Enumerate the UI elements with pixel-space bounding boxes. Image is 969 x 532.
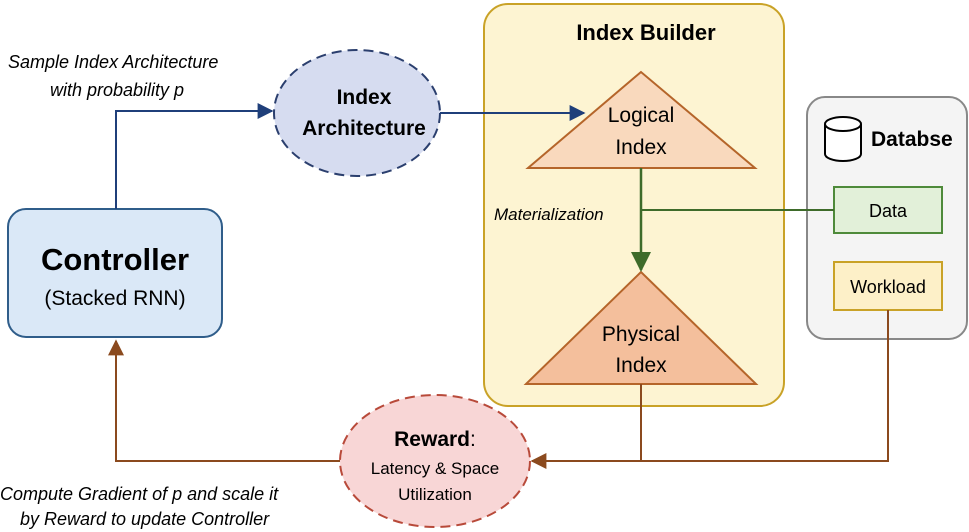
physical-index-line2: Index bbox=[615, 354, 667, 377]
physical-index-line1: Physical bbox=[602, 323, 680, 346]
index-architecture-line2: Architecture bbox=[302, 117, 426, 140]
workload-label: Workload bbox=[850, 277, 926, 297]
data-label: Data bbox=[869, 201, 908, 221]
index-architecture-node bbox=[273, 49, 441, 177]
index-architecture-line1: Index bbox=[337, 86, 392, 109]
database-cylinder-icon bbox=[824, 116, 862, 162]
gradient-label-line1: Compute Gradient of p and scale it bbox=[0, 484, 279, 504]
workload-box bbox=[833, 261, 943, 311]
reward-title: Reward: bbox=[394, 428, 476, 451]
edge-controller-to-architecture bbox=[115, 103, 274, 209]
reward-line1: Latency & Space bbox=[371, 459, 500, 478]
edge-workload-to-reward bbox=[641, 310, 889, 462]
sample-label-line1: Sample Index Architecture bbox=[8, 52, 218, 72]
logical-index-line2: Index bbox=[615, 136, 667, 159]
controller-title: Controller bbox=[41, 242, 189, 277]
logical-index-line1: Logical bbox=[608, 104, 675, 127]
edge-reward-to-controller bbox=[108, 339, 340, 462]
data-box bbox=[833, 186, 943, 234]
controller-subtitle: (Stacked RNN) bbox=[44, 287, 185, 310]
materialization-label: Materialization bbox=[494, 205, 604, 224]
reward-node bbox=[339, 394, 531, 528]
database-title: Databse bbox=[871, 128, 953, 151]
index-builder-box bbox=[483, 3, 785, 407]
index-builder-title: Index Builder bbox=[576, 20, 716, 45]
reward-line2: Utilization bbox=[398, 485, 472, 504]
gradient-label-line2: by Reward to update Controller bbox=[20, 509, 270, 529]
sample-label-line2: with probability p bbox=[50, 80, 184, 100]
